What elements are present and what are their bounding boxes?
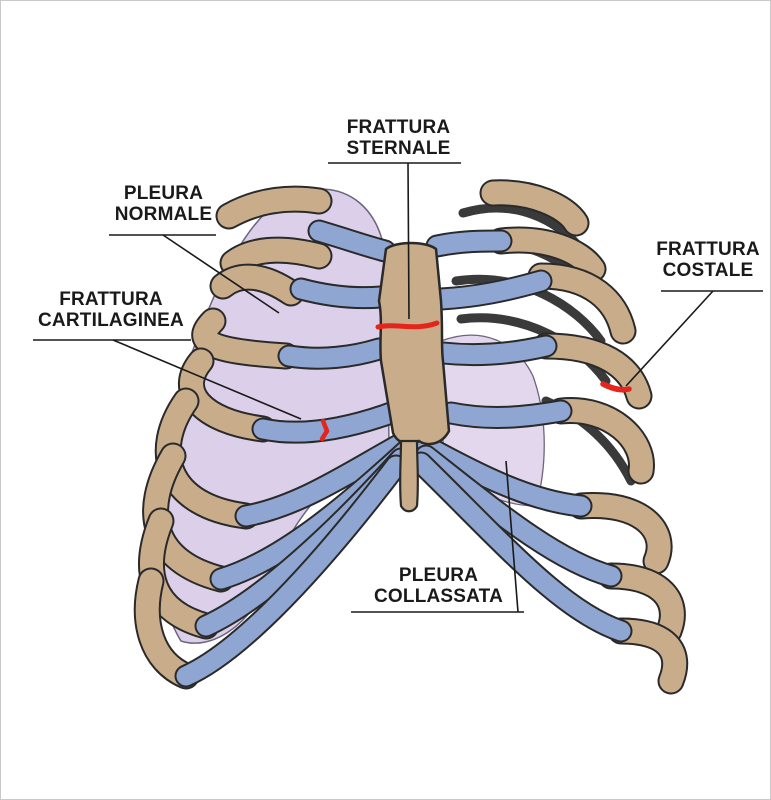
cartilage-fracture-label-line2: CARTILAGINEA	[31, 310, 191, 331]
cartilage-fracture-label: FRATTURA CARTILAGINEA	[31, 289, 191, 331]
normal-pleura-label-line2: NORMALE	[111, 204, 216, 225]
normal-pleura-label: PLEURA NORMALE	[111, 183, 216, 225]
cartilage-fracture-label-line1: FRATTURA	[31, 289, 191, 310]
rib-fracture-label-line1: FRATTURA	[649, 239, 767, 260]
collapsed-pleura-label: PLEURA COLLASSATA	[351, 565, 526, 607]
sternal-fracture-label: FRATTURA STERNALE	[331, 117, 466, 159]
collapsed-pleura-label-line2: COLLASSATA	[351, 586, 526, 607]
normal-pleura-label-line1: PLEURA	[111, 183, 216, 204]
sternal-fracture-label-line2: STERNALE	[331, 138, 466, 159]
collapsed-pleura-label-line1: PLEURA	[351, 565, 526, 586]
rib-fracture-label-line2: COSTALE	[649, 260, 767, 281]
rib-fracture-label: FRATTURA COSTALE	[649, 239, 767, 281]
sternal-fracture-label-line1: FRATTURA	[331, 117, 466, 138]
